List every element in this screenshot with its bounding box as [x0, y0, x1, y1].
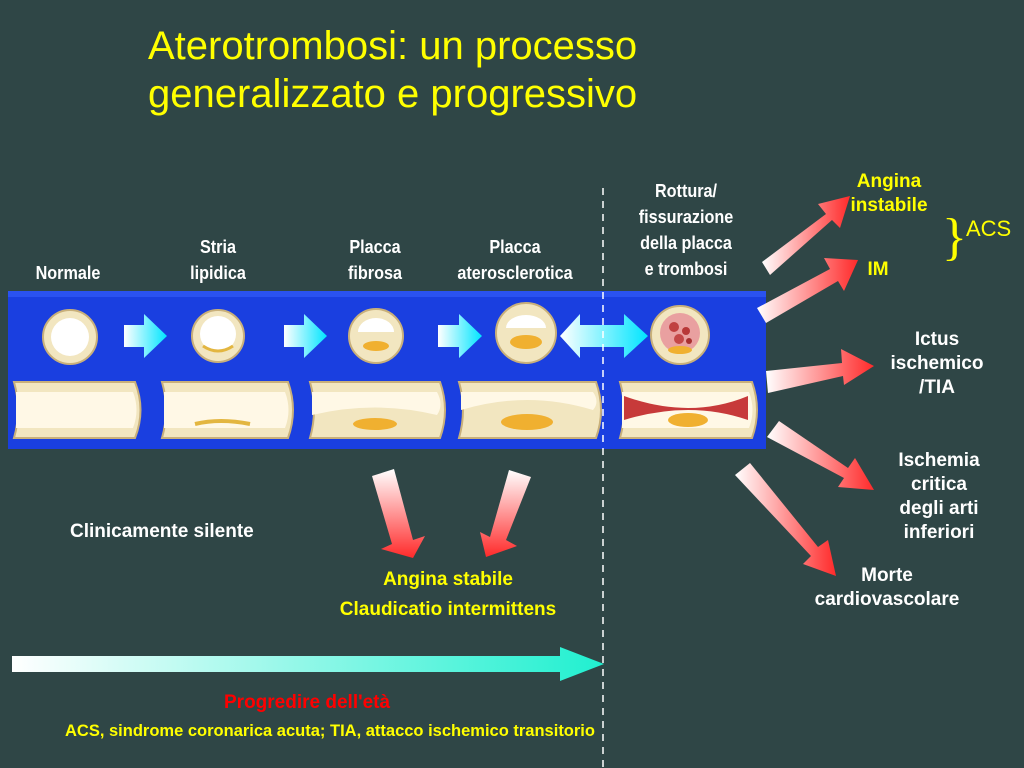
title-line-2: generalizzato e progressivo	[148, 72, 638, 116]
footnote: ACS, sindrome coronarica acuta; TIA, att…	[65, 722, 595, 740]
clinical-arrow-right	[480, 470, 531, 557]
vessel-long-fibrosa	[308, 381, 446, 439]
outcome-morte: Morte cardiovascolare	[814, 565, 960, 610]
vessel-long-trombosi	[618, 381, 758, 439]
vessel-long-aterosclerotica	[457, 381, 602, 439]
stage-label-normale: Normale	[35, 263, 101, 283]
clinical-arrow-left	[372, 469, 425, 558]
progression-arrow-2	[284, 314, 327, 358]
outcome-arrow-im	[757, 258, 858, 323]
vessel-long-normale	[12, 381, 142, 439]
cross-section-fibrosa	[348, 308, 404, 364]
clinical-symptoms: Angina stabile Claudicatio intermittens	[339, 569, 557, 620]
outcome-arrow-morte	[735, 463, 836, 576]
clinically-silent-label: Clinicamente silente	[70, 521, 254, 542]
age-timeline-arrow	[12, 647, 604, 681]
age-progression-label: Progredire dell'età	[224, 692, 391, 713]
outcome-acs: ACS	[966, 216, 1012, 241]
vessel-long-stria	[160, 381, 294, 439]
progression-double-arrow	[560, 314, 648, 358]
acs-brace: }	[942, 209, 967, 266]
stage-label-fibrosa: Placca fibrosa	[347, 237, 402, 283]
stage-label-aterosclerotica: Placca aterosclerotica	[457, 237, 573, 283]
outcome-ictus: Ictus ischemico /TIA	[890, 329, 984, 398]
progression-arrow-1	[124, 314, 167, 358]
outcome-arrow-ischemia	[767, 421, 874, 490]
outcome-arrow-ictus	[766, 349, 874, 393]
cross-section-trombosi	[650, 305, 710, 365]
outcome-arrow-angina-instabile	[762, 196, 850, 275]
slide-title: Aterotrombosi: un processo generalizzato…	[148, 22, 848, 118]
stage-label-rottura: Rottura/ fissurazione della placca e tro…	[638, 181, 734, 279]
title-line-1: Aterotrombosi: un processo	[148, 24, 638, 68]
cross-section-aterosclerotica	[495, 302, 557, 364]
cross-section-normale	[42, 309, 98, 365]
cross-section-stria	[191, 309, 245, 363]
vessel-panel-shade	[8, 291, 766, 297]
outcome-im: IM	[867, 259, 889, 280]
stage-label-stria: Stria lipidica	[190, 237, 246, 283]
outcome-ischemia: Ischemia critica degli arti inferiori	[898, 450, 980, 543]
progression-arrow-3	[438, 314, 482, 358]
outcome-angina-instabile: Angina instabile	[850, 171, 928, 216]
